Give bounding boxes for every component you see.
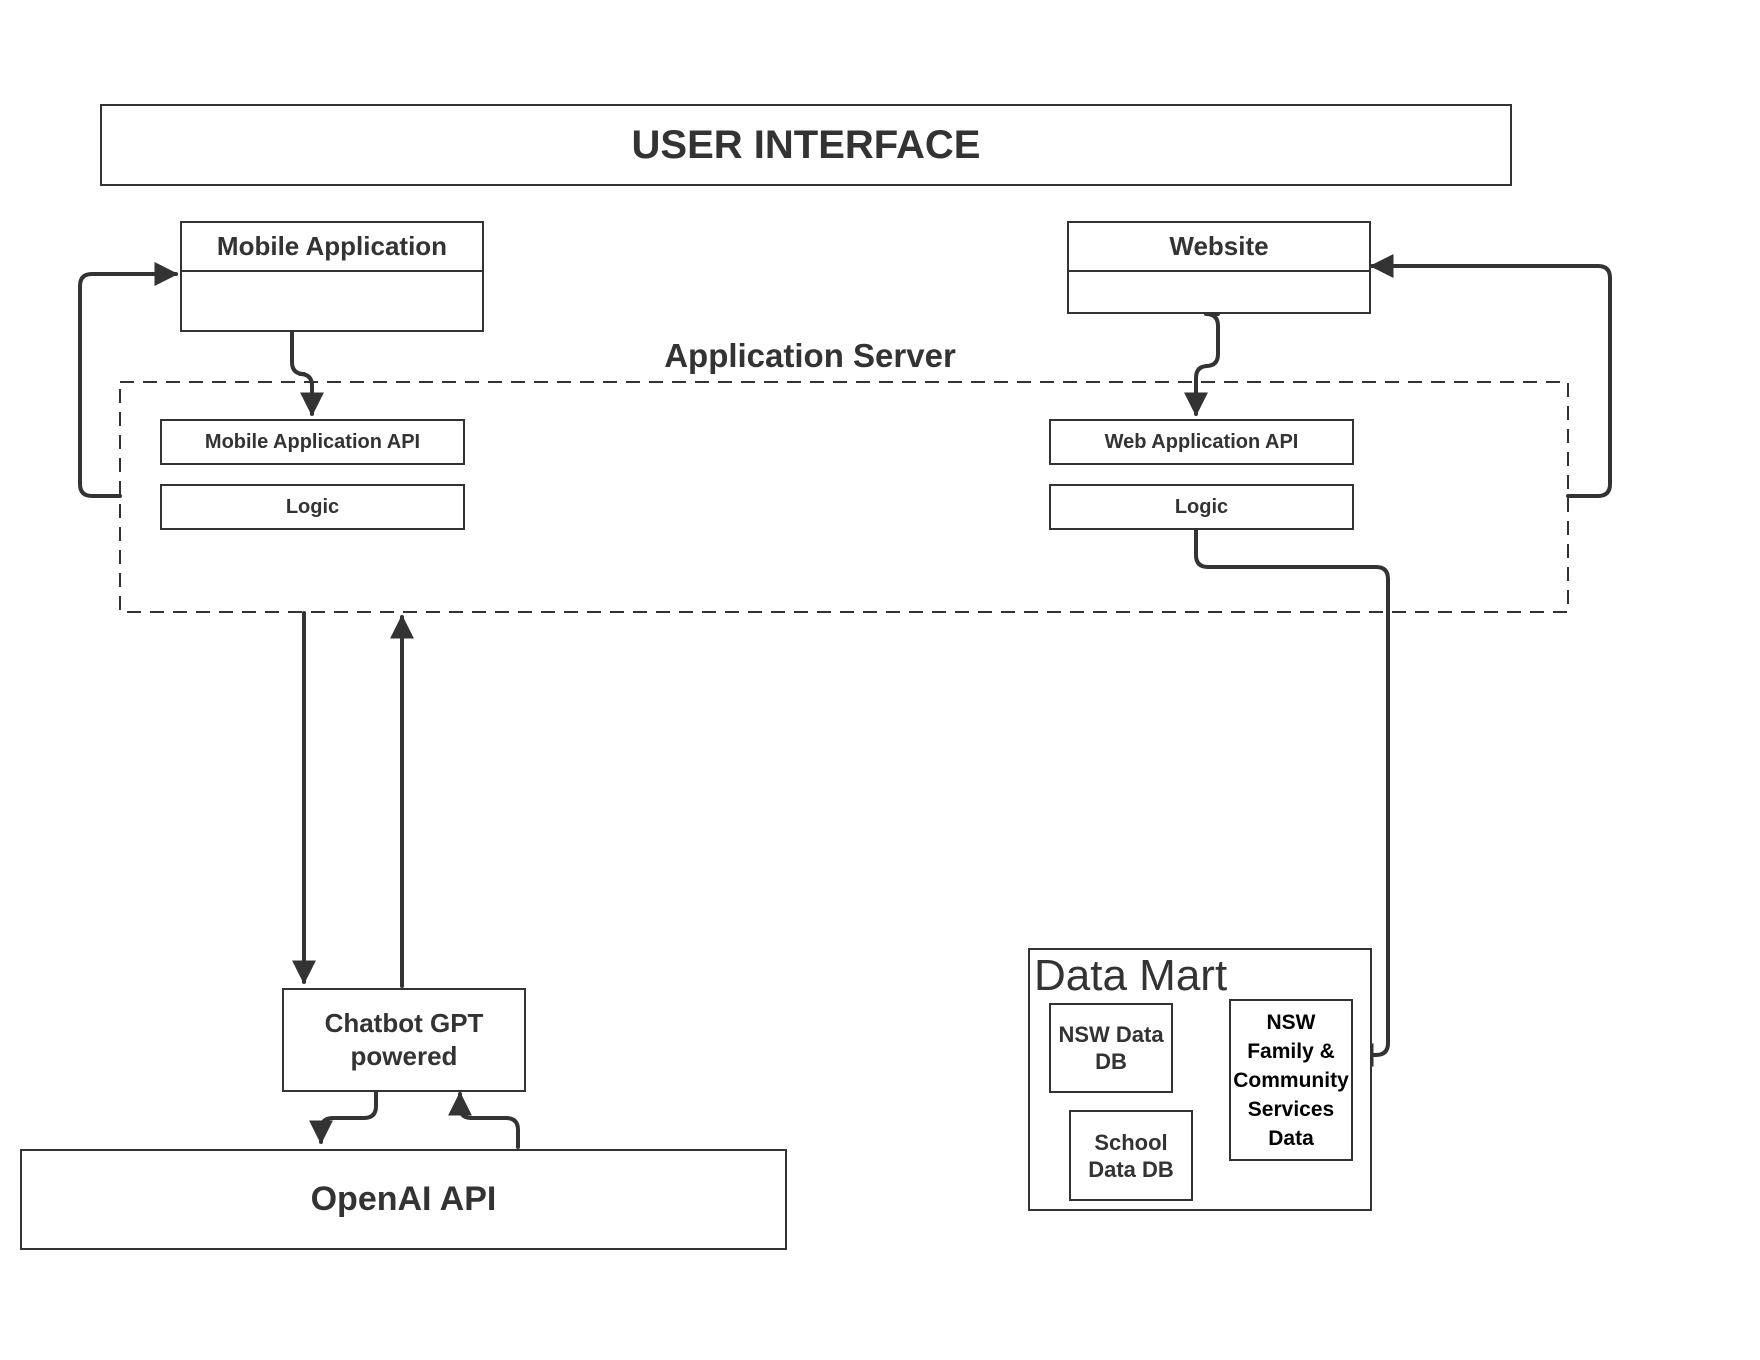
- chatbot-to-openai-arrow: [309, 1089, 378, 1145]
- mobile-application-api-label: Mobile Application API: [204, 430, 421, 453]
- application-server-title: Application Server: [560, 334, 1060, 378]
- website-to-web-api-arrow: [1184, 312, 1220, 417]
- data-mart-title: Data Mart: [1034, 951, 1228, 1000]
- nsw-data-db-line-1: NSW Data: [1058, 1022, 1164, 1047]
- nsw-family-line-4: Services: [1247, 1097, 1335, 1121]
- nsw-family-community-services-box: NSW Family & Community Services Data: [1229, 999, 1353, 1161]
- website-box: Website: [1067, 221, 1371, 314]
- web-logic-box: Logic: [1049, 484, 1354, 530]
- web-application-api-label: Web Application API: [1104, 430, 1299, 453]
- nsw-family-line-5: Data: [1268, 1126, 1314, 1150]
- nsw-family-line-3: Community: [1233, 1068, 1349, 1092]
- mobile-application-title: Mobile Application: [216, 231, 448, 261]
- nsw-family-line-1: NSW: [1266, 1010, 1316, 1034]
- data-mart-box: Data Mart NSW Data DB School Data DB NSW…: [1028, 948, 1372, 1211]
- web-logic-to-nsw-family-arrow: [1194, 523, 1390, 1067]
- openai-api-box: OpenAI API: [20, 1149, 787, 1250]
- openai-to-chatbot-arrow: [448, 1091, 520, 1149]
- website-title: Website: [1169, 231, 1269, 261]
- school-data-db-line-1: School: [1094, 1129, 1168, 1155]
- mobile-application-api-box: Mobile Application API: [160, 419, 465, 465]
- web-logic-label: Logic: [1174, 495, 1229, 518]
- server-to-website-arrow: [1369, 254, 1612, 498]
- user-interface-box: USER INTERFACE: [100, 104, 1512, 186]
- chatbot-box: Chatbot GPT powered: [282, 988, 526, 1092]
- openai-api-title: OpenAI API: [310, 1180, 497, 1218]
- mobile-logic-label: Logic: [285, 495, 340, 518]
- nsw-family-line-2: Family &: [1247, 1039, 1335, 1063]
- nsw-data-db-line-2: DB: [1095, 1049, 1127, 1074]
- server-to-mobile-app-arrow: [78, 262, 179, 498]
- school-data-db-line-2: Data DB: [1088, 1156, 1174, 1182]
- application-server-label: Application Server: [664, 337, 956, 374]
- mobile-app-to-api-arrow: [290, 328, 324, 417]
- web-application-api-box: Web Application API: [1049, 419, 1354, 465]
- website-header: Website: [1069, 223, 1369, 272]
- chatbot-line-2: powered: [350, 1041, 458, 1071]
- nsw-data-db-box: NSW Data DB: [1049, 1003, 1173, 1093]
- mobile-application-box: Mobile Application: [180, 221, 484, 332]
- application-server-boundary: [119, 381, 1569, 613]
- user-interface-title: USER INTERFACE: [631, 122, 981, 167]
- school-data-db-box: School Data DB: [1069, 1110, 1193, 1201]
- mobile-logic-box: Logic: [160, 484, 465, 530]
- mobile-application-header: Mobile Application: [182, 223, 482, 272]
- chatbot-line-1: Chatbot GPT: [324, 1008, 484, 1038]
